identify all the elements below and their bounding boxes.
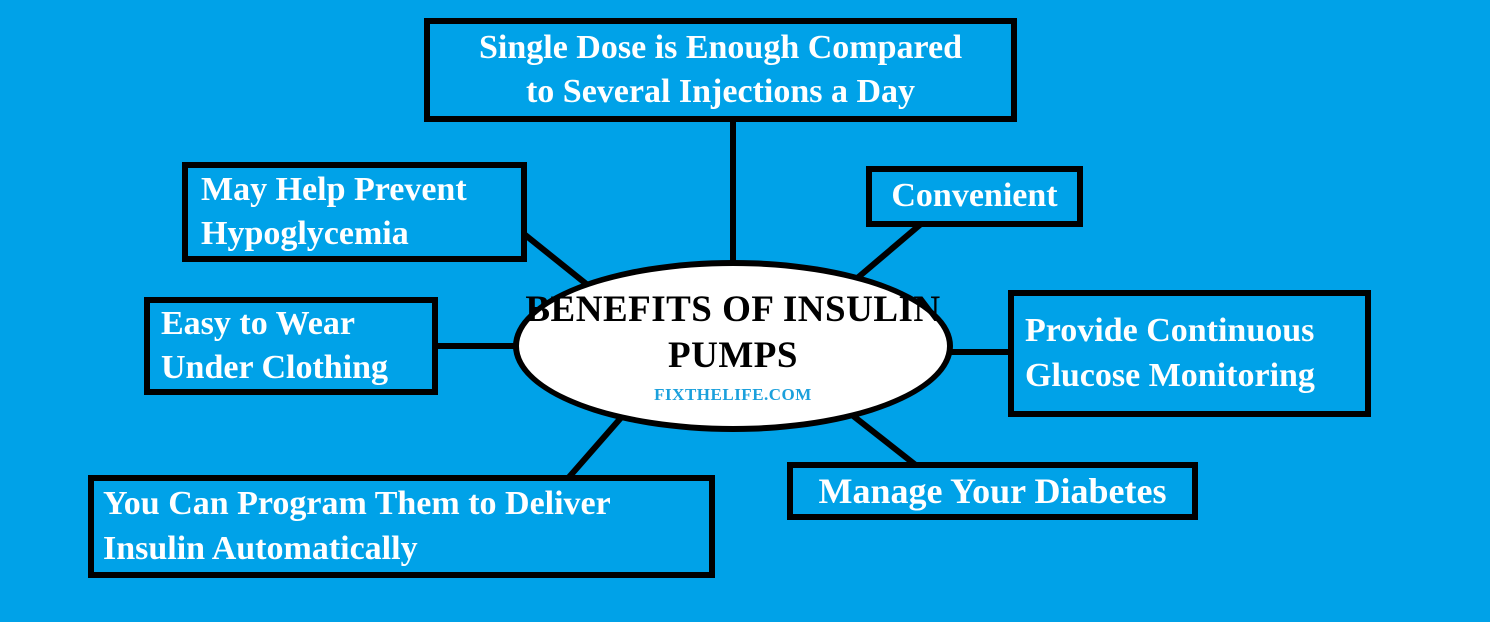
node-glucose-line2: Glucose Monitoring	[1025, 356, 1315, 394]
node-single-dose: Single Dose is Enough Compared to Severa…	[424, 18, 1017, 122]
node-convenient: Convenient	[866, 166, 1083, 227]
node-easy-wear-line1: Easy to Wear	[161, 304, 355, 342]
node-easy-wear-line2: Under Clothing	[161, 349, 389, 386]
connector-convenient	[853, 215, 930, 283]
node-program-deliver-insulin: You Can Program Them to Deliver Insulin …	[88, 475, 715, 578]
diagram-title-line2: INSULIN PUMPS	[668, 289, 941, 376]
node-single-dose-line2: to Several Injections a Day	[525, 73, 916, 110]
node-continuous-glucose-monitoring: Provide Continuous Glucose Monitoring	[1008, 290, 1371, 417]
bottom-edge-strip	[0, 622, 1490, 626]
node-single-dose-line1: Single Dose is Enough Compared	[478, 28, 963, 66]
node-program-line2: Insulin Automatically	[103, 529, 418, 567]
node-manage-line1: Manage Your Diabetes	[818, 470, 1167, 511]
node-glucose-line1: Provide Continuous	[1025, 312, 1315, 350]
watermark-text: FIXTHELIFE.COM	[654, 384, 812, 404]
node-may-help-prevent-hypoglycemia: May Help Prevent Hypoglycemia	[182, 162, 527, 262]
diagram-title-line1: BENEFITS OF	[525, 289, 774, 331]
node-convenient-line1: Convenient	[891, 177, 1058, 215]
node-manage-your-diabetes: Manage Your Diabetes	[787, 462, 1198, 520]
node-easy-to-wear: Easy to Wear Under Clothing	[144, 297, 438, 395]
node-may-help-line2: Hypoglycemia	[201, 215, 409, 252]
diagram-title: BENEFITS OF INSULIN PUMPS	[519, 287, 947, 377]
node-program-line1: You Can Program Them to Deliver	[103, 485, 611, 523]
center-ellipse: BENEFITS OF INSULIN PUMPS FIXTHELIFE.COM	[513, 260, 953, 432]
node-may-help-line1: May Help Prevent	[201, 170, 467, 208]
